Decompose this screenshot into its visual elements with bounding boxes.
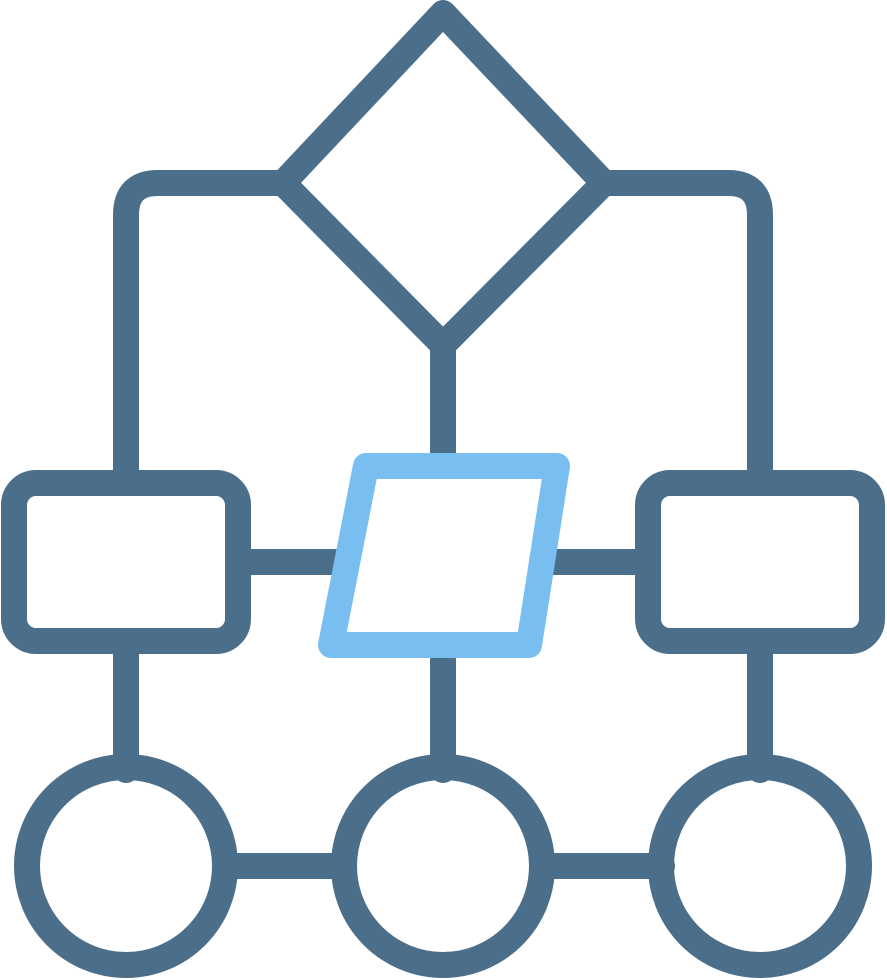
terminal-circle-left (14, 754, 238, 978)
decision-diamond (270, 0, 617, 358)
process-box-right (635, 470, 885, 654)
process-box-left (1, 470, 251, 654)
connectors (113, 170, 773, 879)
terminal-circle-right (648, 754, 872, 978)
connector-diamond-left (113, 170, 296, 483)
terminal-circle-center (331, 754, 555, 978)
connector-diamond-right (591, 170, 773, 483)
input-output-parallelogram (318, 453, 570, 658)
